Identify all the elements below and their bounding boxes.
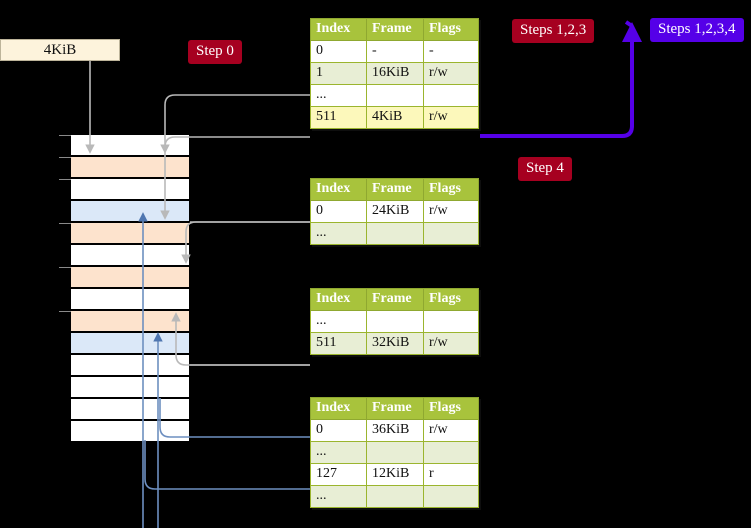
table-header-row: Index Frame Flags: [310, 178, 479, 201]
memory-row: [70, 420, 190, 442]
memory-row: [70, 354, 190, 376]
column-header-frame: Frame: [366, 288, 424, 311]
column-header-frame: Frame: [366, 18, 424, 41]
cell-frame: [366, 310, 424, 333]
cell-frame: [366, 441, 424, 464]
table-row-highlighted: 511 4KiB r/w: [310, 106, 479, 129]
column-header-flags: Flags: [423, 18, 479, 41]
cell-flags: [423, 84, 479, 107]
cell-frame: 24KiB: [366, 200, 424, 223]
memory-row: [70, 244, 190, 266]
cell-frame: [366, 84, 424, 107]
cell-frame: [366, 222, 424, 245]
cell-index: 511: [310, 106, 367, 129]
memory-row: [70, 398, 190, 420]
physical-memory-column: [59, 134, 190, 442]
table-row: 127 12KiB r: [310, 463, 479, 486]
page-table-level-0: Index Frame Flags 0 - - 1 16KiB r/w ...: [310, 18, 479, 129]
badge-step-4-label: Step 4: [526, 160, 564, 176]
column-header-frame: Frame: [366, 397, 424, 420]
table-row: 0 24KiB r/w: [310, 200, 479, 223]
cell-flags: [423, 222, 479, 245]
cell-frame: 32KiB: [366, 332, 424, 355]
column-header-index: Index: [310, 178, 367, 201]
memory-row: [59, 310, 190, 332]
column-header-flags: Flags: [423, 397, 479, 420]
column-header-frame: Frame: [366, 178, 424, 201]
table-row: ...: [310, 441, 479, 464]
column-header-index: Index: [310, 397, 367, 420]
table-row: 511 32KiB r/w: [310, 332, 479, 355]
cell-index: ...: [310, 222, 367, 245]
cell-frame: 4KiB: [366, 106, 424, 129]
badge-step-0: Step 0: [188, 40, 242, 64]
cell-index: 1: [310, 62, 367, 85]
badge-steps-1-2-3: Steps 1,2,3: [512, 19, 595, 43]
cell-flags: r/w: [423, 200, 479, 223]
table-row: ...: [310, 222, 479, 245]
memory-row: [70, 288, 190, 310]
cell-frame: 12KiB: [366, 463, 424, 486]
table-row: 0 - -: [310, 40, 479, 63]
table-row: ...: [310, 485, 479, 508]
memory-row: [59, 178, 190, 200]
table-header-row: Index Frame Flags: [310, 288, 479, 311]
cell-index: ...: [310, 441, 367, 464]
cell-frame: 16KiB: [366, 62, 424, 85]
memory-row: [70, 200, 190, 222]
column-header-index: Index: [310, 18, 367, 41]
cell-index: 127: [310, 463, 367, 486]
page-table-level-3: Index Frame Flags 0 36KiB r/w ... 127 12…: [310, 397, 479, 508]
table-row: ...: [310, 84, 479, 107]
cell-index: 0: [310, 40, 367, 63]
cell-frame: -: [366, 40, 424, 63]
cell-flags: -: [423, 40, 479, 63]
memory-row: [59, 266, 190, 288]
cell-index: ...: [310, 310, 367, 333]
cell-flags: r: [423, 463, 479, 486]
table-row: ...: [310, 310, 479, 333]
source-frame-box: 4KiB: [0, 39, 120, 61]
memory-row: [59, 156, 190, 178]
cell-flags: r/w: [423, 419, 479, 442]
table-header-row: Index Frame Flags: [310, 397, 479, 420]
page-table-level-2: Index Frame Flags ... 511 32KiB r/w: [310, 288, 479, 355]
cell-index: ...: [310, 485, 367, 508]
cell-index: ...: [310, 84, 367, 107]
cell-index: 0: [310, 200, 367, 223]
badge-steps-1-2-3-4: Steps 1,2,3,4: [650, 18, 744, 42]
memory-row: [70, 376, 190, 398]
table-row: 1 16KiB r/w: [310, 62, 479, 85]
memory-row: [70, 332, 190, 354]
cell-flags: [423, 310, 479, 333]
badge-step-4: Step 4: [518, 157, 572, 181]
cell-frame: [366, 485, 424, 508]
table-header-row: Index Frame Flags: [310, 18, 479, 41]
cell-flags: [423, 485, 479, 508]
cell-index: 0: [310, 419, 367, 442]
page-table-level-1: Index Frame Flags 0 24KiB r/w ...: [310, 178, 479, 245]
cell-flags: r/w: [423, 106, 479, 129]
column-header-flags: Flags: [423, 288, 479, 311]
badge-step-0-label: Step 0: [196, 43, 234, 59]
column-header-flags: Flags: [423, 178, 479, 201]
column-header-index: Index: [310, 288, 367, 311]
memory-row: [59, 222, 190, 244]
cell-flags: r/w: [423, 62, 479, 85]
badge-steps-1-2-3-label: Steps 1,2,3: [520, 22, 587, 38]
table-row: 0 36KiB r/w: [310, 419, 479, 442]
cell-frame: 36KiB: [366, 419, 424, 442]
source-frame-label: 4KiB: [43, 42, 77, 58]
cell-index: 511: [310, 332, 367, 355]
badge-steps-1-2-3-4-label: Steps 1,2,3,4: [658, 21, 736, 37]
memory-row: [59, 134, 190, 156]
cell-flags: [423, 441, 479, 464]
cell-flags: r/w: [423, 332, 479, 355]
